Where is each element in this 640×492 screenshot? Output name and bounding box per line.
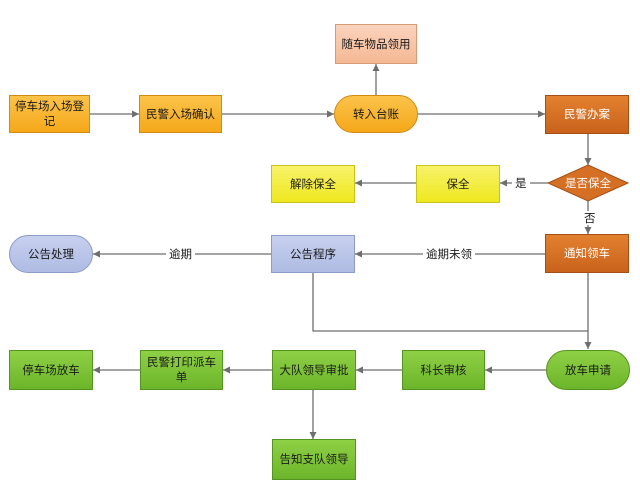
release-preserve-node: 解除保全 <box>271 165 355 203</box>
print-order-node: 民警打印派车单 <box>140 350 223 390</box>
edge-announce-to-apply <box>312 273 588 332</box>
preserve-label: 保全 <box>446 176 470 191</box>
police-confirm-node: 民警入场确认 <box>139 95 222 133</box>
transfer-ledger-node: 转入台账 <box>334 95 418 133</box>
section-review-label: 科长审核 <box>420 362 467 377</box>
parking-register-node: 停车场入场登记 <box>9 95 90 133</box>
decision-diamond <box>546 164 630 202</box>
parking-release-node: 停车场放车 <box>9 350 93 390</box>
edge-label-overdue-not-collected: 逾期未领 <box>423 247 475 261</box>
police-handle-node: 民警办案 <box>545 95 629 134</box>
police-confirm-label: 民警入场确认 <box>146 106 215 121</box>
transfer-ledger-label: 转入台账 <box>353 106 399 121</box>
notify-detachment-node: 告知支队领导 <box>272 439 356 480</box>
preserve-node: 保全 <box>416 165 500 203</box>
notify-pickup-node: 通知领车 <box>545 234 629 273</box>
release-preserve-label: 解除保全 <box>290 176 336 191</box>
announce-handle-label: 公告处理 <box>28 246 74 261</box>
police-handle-label: 民警办案 <box>564 107 610 121</box>
announce-procedure-label: 公告程序 <box>290 246 336 261</box>
section-review-node: 科长审核 <box>402 350 485 390</box>
notify-detachment-label: 告知支队领导 <box>279 452 349 466</box>
items-collect-label: 随车物品领用 <box>341 36 411 51</box>
parking-release-label: 停车场放车 <box>22 362 80 377</box>
edge-label-overdue: 逾期 <box>166 247 195 261</box>
print-order-label: 民警打印派车单 <box>147 355 216 384</box>
edge-label-no: 否 <box>581 211 599 225</box>
brigade-approve-label: 大队领导审批 <box>279 362 349 377</box>
items-collect-node: 随车物品领用 <box>335 24 417 64</box>
release-apply-node: 放车申请 <box>546 350 630 390</box>
release-apply-label: 放车申请 <box>565 362 611 377</box>
edge-label-yes: 是 <box>512 176 530 190</box>
announce-handle-node: 公告处理 <box>9 235 93 273</box>
notify-pickup-label: 通知领车 <box>564 246 610 260</box>
is-preserve-label: 是否保全 <box>565 176 611 190</box>
parking-register-label: 停车场入场登记 <box>15 99 84 128</box>
brigade-approve-node: 大队领导审批 <box>272 350 356 390</box>
announce-procedure-node: 公告程序 <box>271 235 355 273</box>
